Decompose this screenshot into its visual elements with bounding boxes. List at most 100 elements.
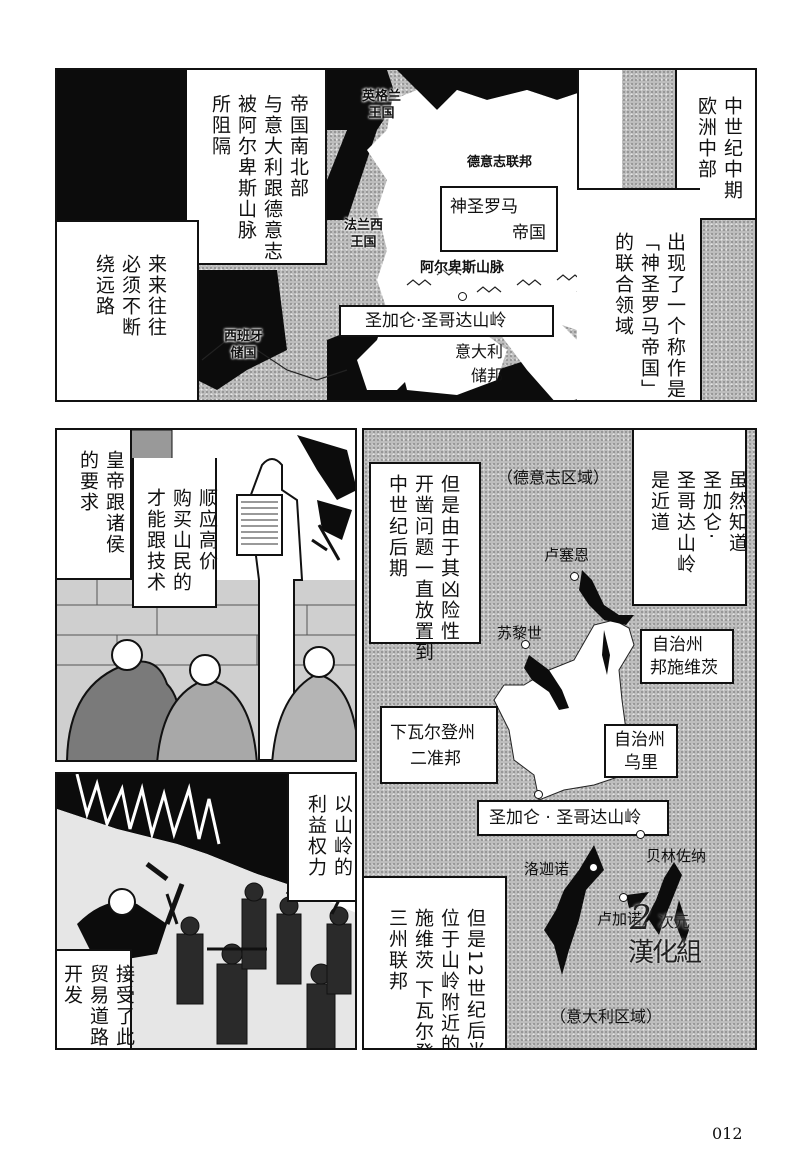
label-line: 帝国 — [512, 223, 546, 243]
place-label-bellinzona: 贝林佐纳 — [646, 847, 707, 865]
label-line: 王国 — [368, 106, 395, 121]
caption-box-trade-road — [57, 949, 132, 1048]
caption-hre-appeared: 出现了一个称作是 「神圣罗马帝国」 的联合领域 — [610, 232, 688, 400]
caption-line: 贸易道路的 — [87, 964, 109, 1050]
label-line: 储国 — [230, 346, 257, 361]
caption-box-three-cantons — [364, 876, 507, 1048]
callout-uri: 自治州 乌里 — [604, 724, 678, 778]
caption-line: 以山岭的 — [331, 794, 353, 878]
label-line: 邦施维茨 — [650, 658, 718, 678]
caption-empire-divided: 帝国南北部 与意大利跟德意志 被阿尔卑斯山脉 所阻隔 — [207, 94, 311, 262]
swiss-map-shapes — [493, 570, 689, 975]
caption-line: 来来往往 — [145, 254, 167, 338]
caption-box-danger — [369, 462, 481, 644]
caption-box-right-lower — [577, 188, 700, 400]
panel-swiss-map: 虽然知道 圣加仑· 圣哥达山岭 是近道 但是由于其凶险性 开凿问题一直放置到 中… — [362, 428, 757, 1050]
label-line: 二准邦 — [410, 749, 461, 769]
locarno-dot — [589, 863, 598, 872]
caption-line: 位于山岭附近的 — [438, 908, 460, 1050]
watermark-logo: 2 次元 漢化組 — [628, 898, 702, 968]
caption-line: 「神圣罗马帝国」 — [638, 232, 660, 400]
caption-shortcut-known: 虽然知道 圣加仑· 圣哥达山岭 是近道 — [646, 470, 750, 575]
map-label-england: 英格兰王国 — [362, 88, 401, 122]
place-label-zurich: 苏黎世 — [497, 624, 543, 642]
caption-trade-road: 接受了此 贸易道路的 开发 — [59, 964, 137, 1050]
map-label-germany: 德意志联邦 — [467, 155, 533, 170]
caption-box-left — [187, 70, 327, 265]
pass-dot — [534, 790, 543, 799]
caption-line: 三州联邦 — [386, 908, 408, 992]
map-label-spain: 西班牙储国 — [224, 328, 263, 362]
bellinzona-dot — [636, 830, 645, 839]
map-label-hre-box: 神圣罗马 帝国 — [440, 186, 558, 252]
decree-illustration — [57, 430, 355, 760]
panel-decree-scene: 皇帝跟诸侯 的要求 顺应高价 购买山民的 才能跟技术 — [55, 428, 357, 762]
caption-line: 皇帝跟诸侯 — [103, 450, 125, 555]
caption-line: 帝国南北部 — [287, 94, 309, 199]
label-line: 自治州 — [652, 635, 703, 655]
caption-line: 所阻隔 — [209, 94, 231, 157]
caption-danger-delay: 但是由于其凶险性 开凿问题一直放置到 中世纪后期 — [384, 474, 462, 663]
caption-line: 被阿尔卑斯山脉 — [235, 94, 257, 241]
caption-box-purchase — [132, 458, 217, 608]
place-label-locarno: 洛迦诺 — [524, 860, 570, 878]
region-label-italian: （意大利区域） — [550, 1007, 663, 1026]
label-line: 储邦 — [471, 366, 504, 385]
caption-line: 绕远路 — [93, 254, 115, 317]
caption-line: 出现了一个称作是 — [664, 232, 686, 400]
place-label-lucerne: 卢塞恩 — [544, 546, 590, 564]
map-label-alps: 阿尔卑斯山脉 — [420, 260, 504, 276]
caption-line: 开发 — [61, 964, 83, 1006]
label-line: 意大利 — [455, 342, 504, 361]
callout-schwyz: 自治州 邦施维茨 — [640, 629, 734, 684]
caption-buy-skills: 顺应高价 购买山民的 才能跟技术 — [142, 488, 220, 593]
caption-line: 中世纪中期 — [721, 96, 743, 201]
label-line: 神圣罗马 — [450, 197, 518, 217]
label-line: 乌里 — [624, 753, 658, 773]
caption-box-demand — [57, 430, 132, 580]
map-label-pass-box: 圣加仑·圣哥达山岭 — [339, 305, 554, 337]
caption-box-shortcut — [632, 430, 747, 606]
caption-line: 与意大利跟德意志 — [261, 94, 283, 262]
callout-unterwalden: 下瓦尔登州 二准邦 — [380, 706, 498, 784]
label-line: 自治州 — [614, 730, 665, 750]
map-strip-top-right — [622, 70, 675, 188]
label-line: 西班牙 — [224, 329, 264, 344]
caption-line: 的要求 — [77, 450, 99, 513]
label-line: 王国 — [350, 235, 377, 250]
pass-marker-dot — [458, 292, 467, 301]
caption-line: 圣哥达山岭 — [674, 470, 696, 575]
caption-line: 圣加仑· — [700, 470, 722, 542]
lucerne-dot — [570, 572, 579, 581]
caption-line: 但是由于其凶险性 — [438, 474, 460, 642]
page-number: 012 — [712, 1124, 743, 1143]
caption-line: 顺应高价 — [196, 488, 218, 572]
label-line: 圣加仑 · 圣哥达山岭 — [489, 808, 642, 828]
region-label-german: （德意志区域） — [497, 468, 610, 487]
caption-line: 但是12世纪后半 — [464, 908, 486, 1050]
caption-line: 购买山民的 — [170, 488, 192, 593]
caption-detour: 来来往往 必须不断 绕远路 — [91, 254, 169, 338]
caption-line: 欧洲中部 — [695, 96, 717, 180]
caption-line: 利益权力 — [305, 794, 327, 878]
panel-europe-map: 帝国南北部 与意大利跟德意志 被阿尔卑斯山脉 所阻隔 来来往往 必须不断 绕远路… — [55, 68, 757, 402]
caption-line: 是近道 — [648, 470, 670, 533]
zurich-dot — [521, 640, 530, 649]
caption-line: 虽然知道 — [726, 470, 748, 554]
label-line: 圣加仑·圣哥达山岭 — [365, 311, 507, 331]
caption-box-bottom-left — [57, 220, 199, 400]
caption-medieval-europe: 中世纪中期 欧洲中部 — [693, 96, 745, 201]
caption-three-cantons: 但是12世纪后半 位于山岭附近的 施维茨 下瓦尔登 乌里 三州联邦 — [384, 908, 488, 1050]
map-label-italy: 意大利储邦 — [455, 340, 503, 388]
caption-mountain-rights: 以山岭的 利益权力 — [303, 794, 355, 878]
map-strip-right — [700, 218, 755, 400]
caption-line: 开凿问题一直放置到 — [412, 474, 434, 663]
caption-line: 必须不断 — [119, 254, 141, 338]
caption-line: 才能跟技术 — [144, 488, 166, 593]
caption-line: 中世纪后期 — [386, 474, 408, 579]
map-label-france: 法兰西王国 — [344, 217, 383, 251]
label-line: 下瓦尔登州 — [390, 723, 475, 743]
caption-line: 接受了此 — [113, 964, 135, 1048]
label-line: 英格兰 — [362, 89, 402, 104]
place-label-lugano: 卢加诺 — [597, 910, 643, 928]
